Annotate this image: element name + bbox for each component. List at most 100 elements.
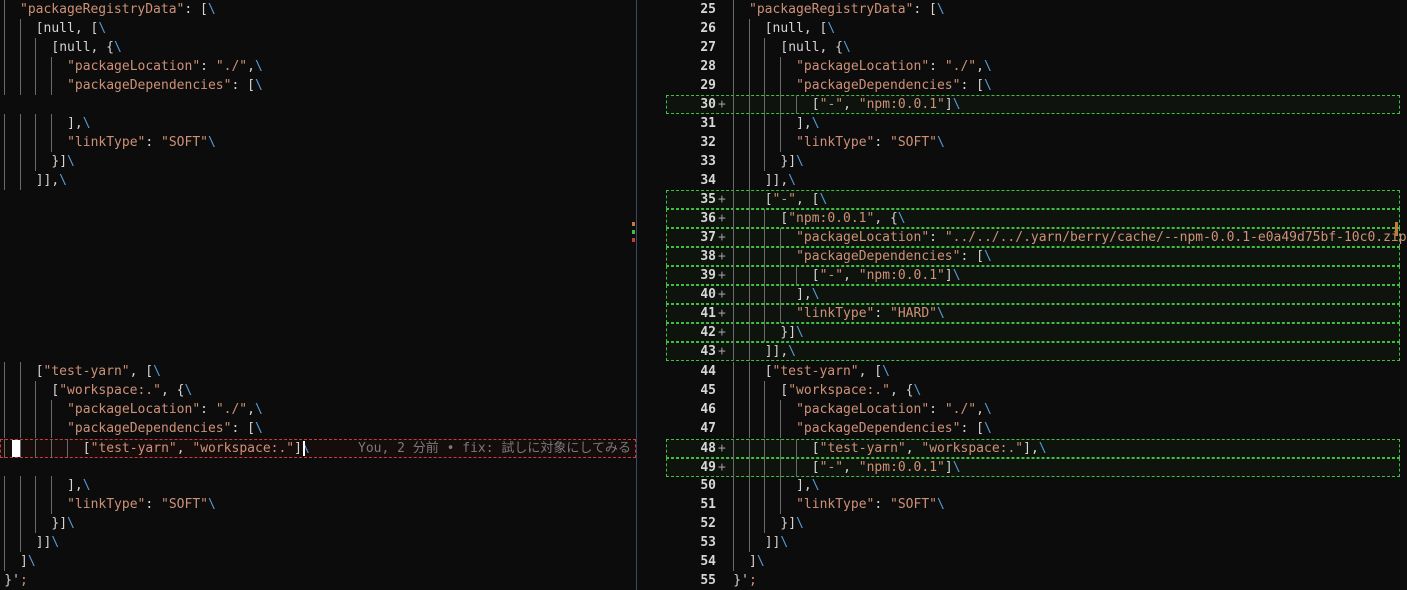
added-line-marker: +: [718, 97, 726, 112]
line-number: 27: [700, 40, 716, 55]
line-number: 30: [700, 97, 716, 112]
code-line[interactable]: 44["test-yarn", [\: [666, 362, 1400, 381]
escape-token: \: [1038, 441, 1047, 456]
code-line[interactable]: ["test-yarn", [\: [0, 362, 636, 381]
indent-guide: [19, 476, 21, 495]
code-line[interactable]: 51"linkType": "SOFT"\: [666, 495, 1400, 514]
code-line[interactable]: ]\: [0, 552, 636, 571]
string-token: "packageDependencies": [796, 249, 961, 264]
code-line[interactable]: 33}]\: [666, 152, 1400, 171]
punctuation-token: }]: [780, 154, 797, 169]
code-line[interactable]: }]\: [0, 514, 636, 533]
code-line[interactable]: "linkType": "SOFT"\: [0, 133, 636, 152]
string-token: "test-yarn": [90, 441, 177, 456]
escape-token: \: [897, 211, 906, 226]
code-line[interactable]: "packageDependencies": [\: [0, 419, 636, 438]
code-line[interactable]: 48+["test-yarn", "workspace:."],\: [666, 439, 1400, 458]
code-line[interactable]: 39+["-", "npm:0.0.1"]\: [666, 266, 1400, 285]
indent-guide: [733, 133, 734, 152]
code-line[interactable]: 41+"linkType": "HARD"\: [666, 304, 1400, 323]
string-token: "SOFT": [161, 135, 208, 150]
indent-guide: [764, 266, 766, 285]
string-token: "packageLocation": [67, 402, 201, 417]
code-line[interactable]: 36+["npm:0.0.1", {\: [666, 209, 1400, 228]
code-line[interactable]: "packageRegistryData": [\: [0, 0, 636, 19]
indent-guide: [19, 76, 21, 95]
punctuation-token: , [: [129, 364, 154, 379]
code-line[interactable]: 52}]\: [666, 514, 1400, 533]
punctuation-token: [: [82, 441, 91, 456]
punctuation-token: }]: [780, 516, 797, 531]
line-number: 28: [700, 59, 716, 74]
code-text: "packageRegistryData": [\: [20, 0, 216, 19]
punctuation-token: ]],: [764, 173, 789, 188]
escape-token: \: [208, 497, 216, 512]
code-line[interactable]: 35+["-", [\: [666, 190, 1400, 209]
string-token: "./": [944, 402, 977, 417]
code-line[interactable]: [null, {\: [0, 38, 636, 57]
original-editor-pane[interactable]: "packageRegistryData": [\[null, [\[null,…: [0, 0, 636, 590]
code-line[interactable]: }]\: [0, 152, 636, 171]
code-line[interactable]: "packageLocation": "./",\: [0, 57, 636, 76]
escape-token: \: [827, 21, 836, 36]
string-token: ;: [748, 573, 757, 588]
indent-guide: [35, 495, 37, 514]
code-line[interactable]: ]]\: [0, 533, 636, 552]
code-line[interactable]: 34]],\: [666, 171, 1400, 190]
code-line[interactable]: 53]]\: [666, 533, 1400, 552]
indent-guide: [780, 95, 782, 114]
code-line[interactable]: 54]\: [666, 552, 1400, 571]
escape-token: \: [756, 554, 765, 569]
string-token: "packageDependencies": [67, 421, 232, 436]
code-line[interactable]: 45["workspace:.", {\: [666, 381, 1400, 400]
code-line[interactable]: 27[null, {\: [666, 38, 1400, 57]
code-line[interactable]: 26[null, [\: [666, 19, 1400, 38]
code-line[interactable]: [null, [\: [0, 19, 636, 38]
code-line[interactable]: 50],\: [666, 476, 1400, 495]
code-line[interactable]: "linkType": "SOFT"\: [0, 495, 636, 514]
line-number: 53: [700, 535, 716, 550]
code-text: "packageDependencies": [\: [796, 76, 992, 95]
code-line[interactable]: 47"packageDependencies": [\: [666, 419, 1400, 438]
code-line[interactable]: 29"packageDependencies": [\: [666, 76, 1400, 95]
code-text: "packageDependencies": [\: [67, 419, 263, 438]
code-line[interactable]: 31],\: [666, 114, 1400, 133]
indent-guide: [733, 342, 734, 361]
line-number: 54: [700, 554, 716, 569]
code-line[interactable]: 32"linkType": "SOFT"\: [666, 133, 1400, 152]
code-line[interactable]: 25"packageRegistryData": [\: [666, 0, 1400, 19]
code-line[interactable]: 38+"packageDependencies": [\: [666, 247, 1400, 266]
indent-guide: [733, 533, 734, 552]
code-line[interactable]: 46"packageLocation": "./",\: [666, 400, 1400, 419]
punctuation-token: [: [764, 192, 773, 207]
indent-guide: [748, 19, 750, 38]
code-line[interactable]: "packageLocation": "./",\: [0, 400, 636, 419]
code-line[interactable]: 42+}]\: [666, 323, 1400, 342]
code-line[interactable]: 55}';: [666, 571, 1400, 590]
punctuation-token: : [: [231, 421, 255, 436]
code-line[interactable]: }';: [0, 571, 636, 590]
code-line[interactable]: 40+],\: [666, 285, 1400, 304]
code-line[interactable]: 37+"packageLocation": "../../../.yarn/be…: [666, 228, 1407, 247]
modified-editor-pane[interactable]: 25"packageRegistryData": [\26[null, [\27…: [666, 0, 1407, 590]
code-line[interactable]: "packageDependencies": [\: [0, 76, 636, 95]
code-line[interactable]: 30+["-", "npm:0.0.1"]\: [666, 95, 1400, 114]
escape-token: \: [184, 383, 193, 398]
code-line[interactable]: ]],\: [0, 171, 636, 190]
code-text: ["test-yarn", "workspace:."]\: [83, 439, 310, 458]
line-number: 43: [700, 344, 716, 359]
indent-guide: [51, 76, 53, 95]
code-line[interactable]: ["test-yarn", "workspace:."]\You, 2 分前 •…: [0, 439, 636, 458]
code-line[interactable]: 28"packageLocation": "./",\: [666, 57, 1400, 76]
code-line[interactable]: ["workspace:.", {\: [0, 381, 636, 400]
code-text: ["-", [\: [765, 190, 828, 209]
code-line[interactable]: 43+]],\: [666, 342, 1400, 361]
code-line[interactable]: 49+["-", "npm:0.0.1"]\: [666, 458, 1400, 477]
code-line[interactable]: ],\: [0, 476, 636, 495]
punctuation-token: ]: [20, 554, 28, 569]
string-token: "../../../.yarn/berry/cache/--npm-0.0.1-…: [944, 230, 1407, 245]
string-token: "npm:0.0.1": [858, 268, 945, 283]
code-text: ],\: [796, 114, 819, 133]
string-token: "packageDependencies": [796, 78, 961, 93]
code-line[interactable]: ],\: [0, 114, 636, 133]
